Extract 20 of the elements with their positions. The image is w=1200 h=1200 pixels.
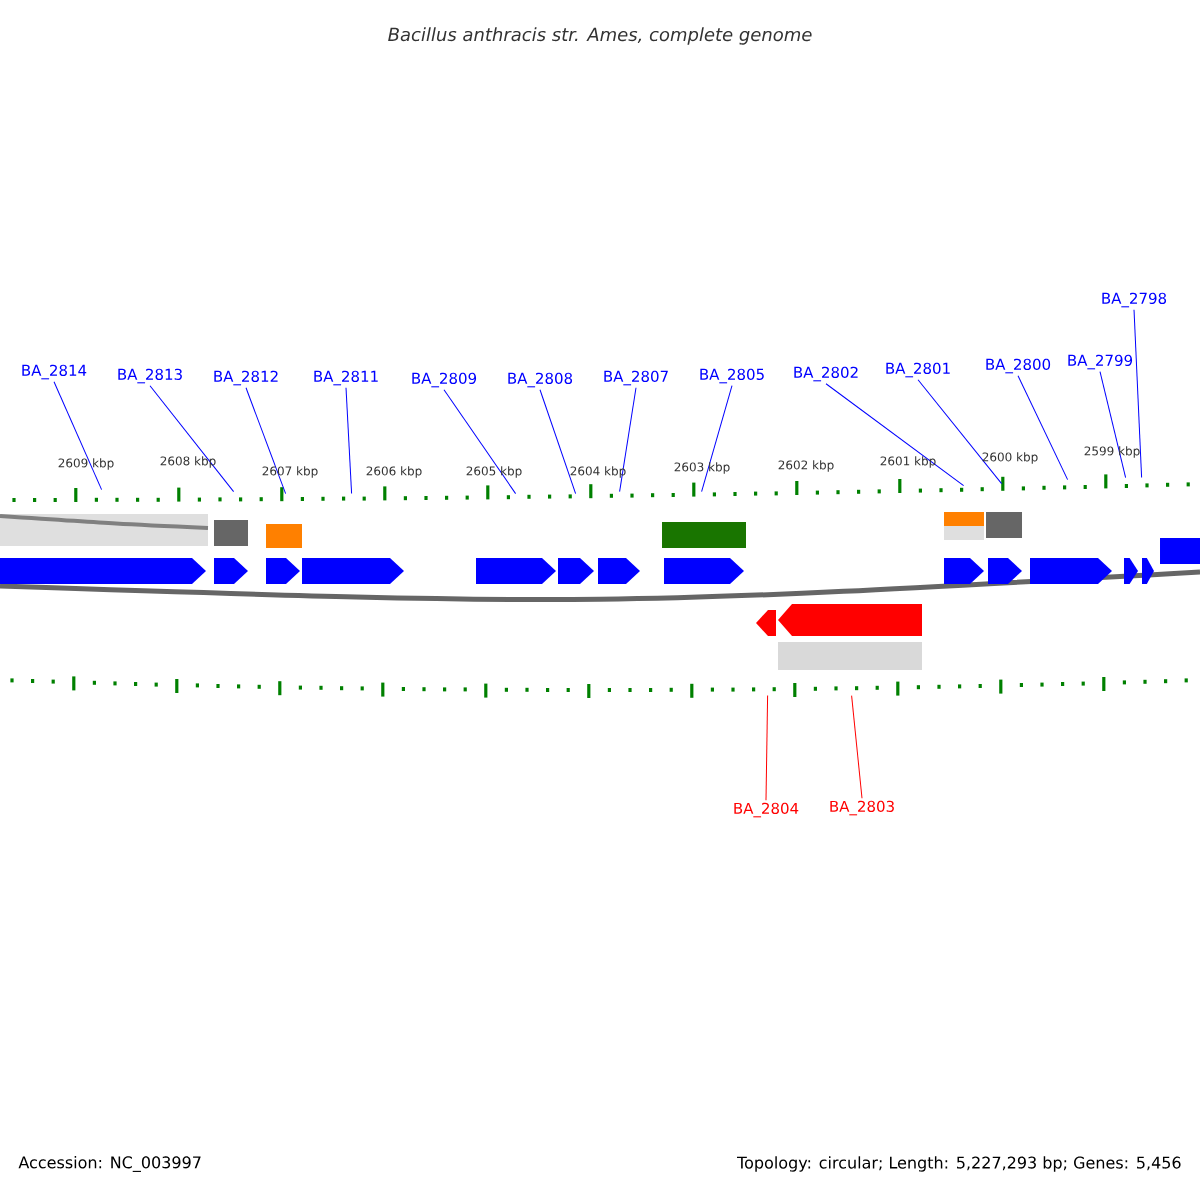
leader-line bbox=[1133, 309, 1143, 479]
genome-info-label: Topology: circular; Length: 5,227,293 bp; Genes: 5,456 bbox=[737, 1156, 1181, 1172]
leader-line bbox=[619, 387, 637, 493]
accession-label: Accession: NC_003997 bbox=[18, 1156, 201, 1172]
leader-line bbox=[1017, 375, 1069, 481]
leader-line bbox=[851, 695, 863, 799]
leader-line bbox=[149, 385, 235, 493]
leader-line bbox=[917, 379, 1003, 485]
leader-line bbox=[765, 695, 769, 801]
leader-line bbox=[443, 389, 517, 495]
leader-line bbox=[53, 381, 103, 491]
leader-line bbox=[701, 385, 733, 493]
leader-line bbox=[1099, 371, 1127, 479]
leader-line bbox=[539, 389, 577, 495]
title: Bacillus anthracis str. Ames, complete genome bbox=[388, 27, 812, 45]
leader-line bbox=[245, 387, 287, 495]
leader-line bbox=[825, 383, 965, 487]
tick-ruler bbox=[12, 474, 1190, 502]
tick-ruler bbox=[10, 676, 1188, 698]
leader-line bbox=[345, 387, 353, 495]
